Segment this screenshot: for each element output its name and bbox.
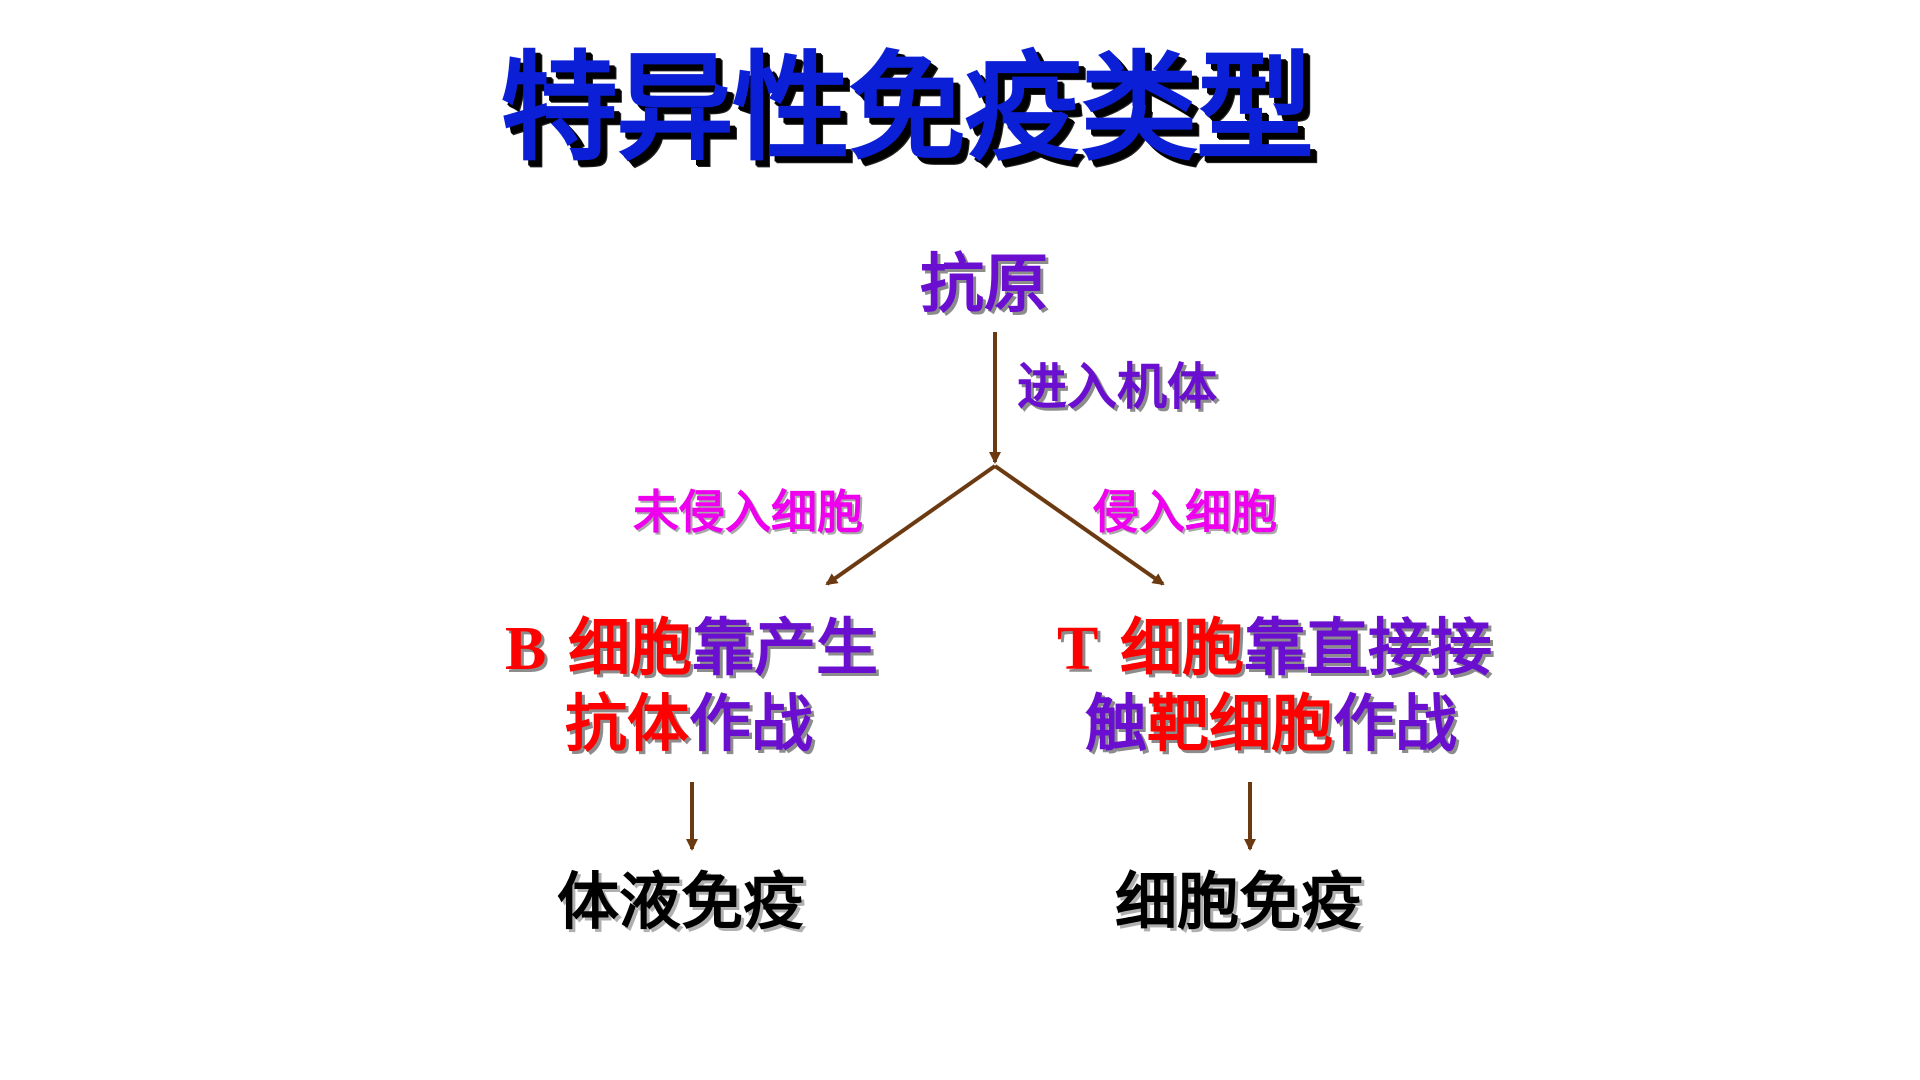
t-cell-touch-text: 触 (1085, 687, 1148, 760)
t-cell-node-line1: T 细胞靠直接接 (1057, 610, 1492, 687)
arrow-branch-left (825, 464, 997, 586)
t-cell-letter: T (1057, 615, 1099, 683)
b-cell-produce-text: 靠产生 (691, 611, 878, 684)
slide-title: 特异性免疫类型 (500, 39, 1314, 177)
b-cell-fight-text: 作战 (689, 687, 814, 760)
edge-label-not-invade-cell: 未侵入细胞 (633, 485, 863, 539)
t-cell-cell-text: 细胞 (1119, 611, 1244, 684)
t-cell-fight-text: 作战 (1333, 687, 1458, 760)
t-cell-target-cell-text: 靶细胞 (1147, 687, 1334, 760)
b-cell-node-line2: 抗体作战 (565, 686, 813, 762)
arrow-branch-right (993, 464, 1165, 586)
b-cell-cell-text: 细胞 (567, 611, 692, 684)
antigen-node: 抗原 (920, 248, 1048, 322)
edge-label-invade-cell: 侵入细胞 (1093, 485, 1277, 539)
b-cell-letter: B (505, 615, 547, 683)
humoral-immunity-node: 体液免疫 (557, 865, 806, 938)
b-cell-antibody-text: 抗体 (565, 687, 690, 760)
b-cell-node-line1: B 细胞靠产生 (505, 610, 878, 687)
edge-label-enter-body: 进入机体 (1017, 358, 1217, 416)
t-cell-node-line2: 触靶细胞作战 (1085, 686, 1457, 762)
t-cell-direct-text: 靠直接接 (1243, 611, 1492, 684)
cellular-immunity-node: 细胞免疫 (1115, 865, 1364, 938)
